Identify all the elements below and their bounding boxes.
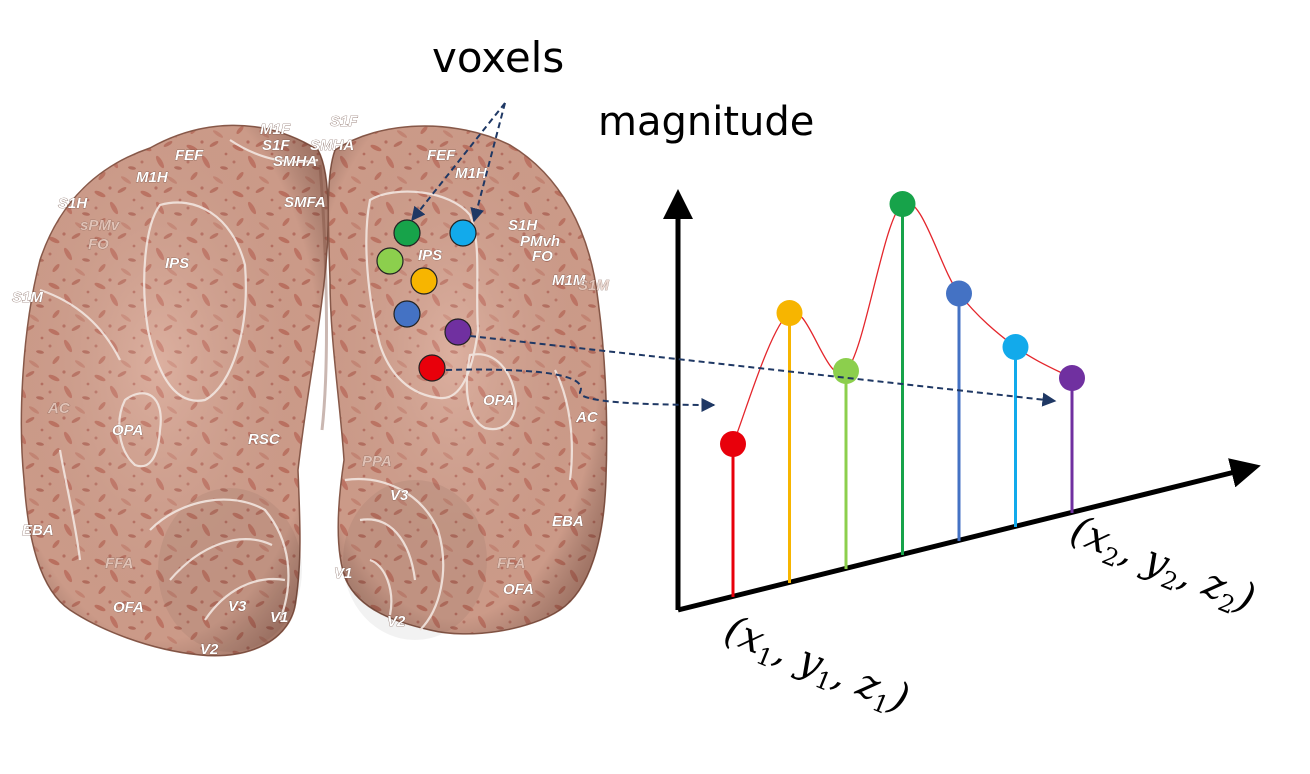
svg-text:(x1, y1, z1): (x1, y1, z1) [717,607,916,726]
brain-labels: M1F S1F S1F SMHA SMHA FEF FEF M1H M1H S1… [12,113,610,659]
label-ffa-right: FFA [497,555,525,572]
label-opa-left: OPA [112,422,143,439]
voxel-dot-green [393,219,421,247]
mapping-arrows [445,335,1057,412]
label-ips-right: IPS [418,247,442,264]
label-s1m: S1M [12,289,43,306]
stem-head-green [889,191,916,217]
magnitude-label: magnitude [598,99,814,145]
label-smha-a: SMHA [310,137,354,154]
label-rsc: RSC [248,431,281,448]
svg-text:(x2, y2, z2): (x2, y2, z2) [1063,507,1262,626]
stem-heads [720,191,1085,457]
label-fo-right: FO [532,248,553,265]
label-v3-left: V3 [228,598,247,615]
label-smfa: SMFA [284,194,326,211]
stem-head-purple [1059,365,1085,391]
label-eba-right: EBA [552,513,584,530]
label-ips-left: IPS [165,255,189,272]
voxel-dot-yellow [410,267,438,295]
label-opa-right: OPA [483,392,514,409]
label-ffa-left: FFA [105,555,133,572]
label-fef-right: FEF [427,147,456,164]
voxel-dot-lightgreen [376,247,404,275]
label-s1h-left: S1H [58,195,88,212]
label-ac-left: AC [47,400,71,417]
label-v1-left: V1 [270,609,288,626]
label-m1f: M1F [260,121,291,138]
plot-axes [663,189,1261,613]
label-ac-right: AC [575,409,599,426]
label-m1h-left: M1H [136,169,169,186]
voxel-dot-blue [393,300,421,328]
stem-head-red [720,431,746,457]
voxel-dots [376,219,477,382]
purple-voxel-mapping-arrow [469,335,1057,407]
label-fo-left: FO [88,236,109,253]
label-s1h-right: S1H [508,217,538,234]
label-m1h-right: M1H [455,165,488,182]
coord-start: (x1, y1, z1) [717,607,916,726]
label-v2-right: V2 [387,613,406,630]
label-eba-left: EBA [22,522,54,539]
label-v1-right: V1 [334,565,352,582]
label-ofa-right: OFA [503,581,534,598]
stem-head-cyan [1002,334,1029,360]
voxel-dot-purple [444,318,472,346]
label-smha-b: SMHA [273,153,317,170]
label-pmvh: PMvh [520,233,560,250]
voxel-stems [731,204,1074,597]
label-s1f-a: S1F [330,113,358,130]
label-s1m-right: S1M [578,277,609,294]
stem-head-lightgreen [833,358,859,384]
voxels-label: voxels [432,33,564,82]
voxel-pointer-arrows [411,102,506,223]
brain-illustration: M1F S1F S1F SMHA SMHA FEF FEF M1H M1H S1… [12,113,610,659]
voxel-dot-red [418,354,446,382]
label-spmv: sPMv [80,217,121,234]
label-s1f-b: S1F [262,137,290,154]
spatial-axis [677,458,1261,613]
label-v2-left: V2 [200,641,219,658]
label-v3-right: V3 [390,487,409,504]
red-voxel-mapping-arrow [445,368,716,412]
stem-head-blue [946,280,972,307]
stem-head-yellow [776,300,803,326]
label-ofa-left: OFA [113,599,144,616]
coord-end: (x2, y2, z2) [1063,507,1262,626]
label-m1m: M1M [552,272,586,289]
label-fef-left: FEF [175,147,204,164]
voxel-dot-cyan [449,219,477,247]
roi-outlines [39,139,573,631]
label-ppa: PPA [362,453,392,470]
